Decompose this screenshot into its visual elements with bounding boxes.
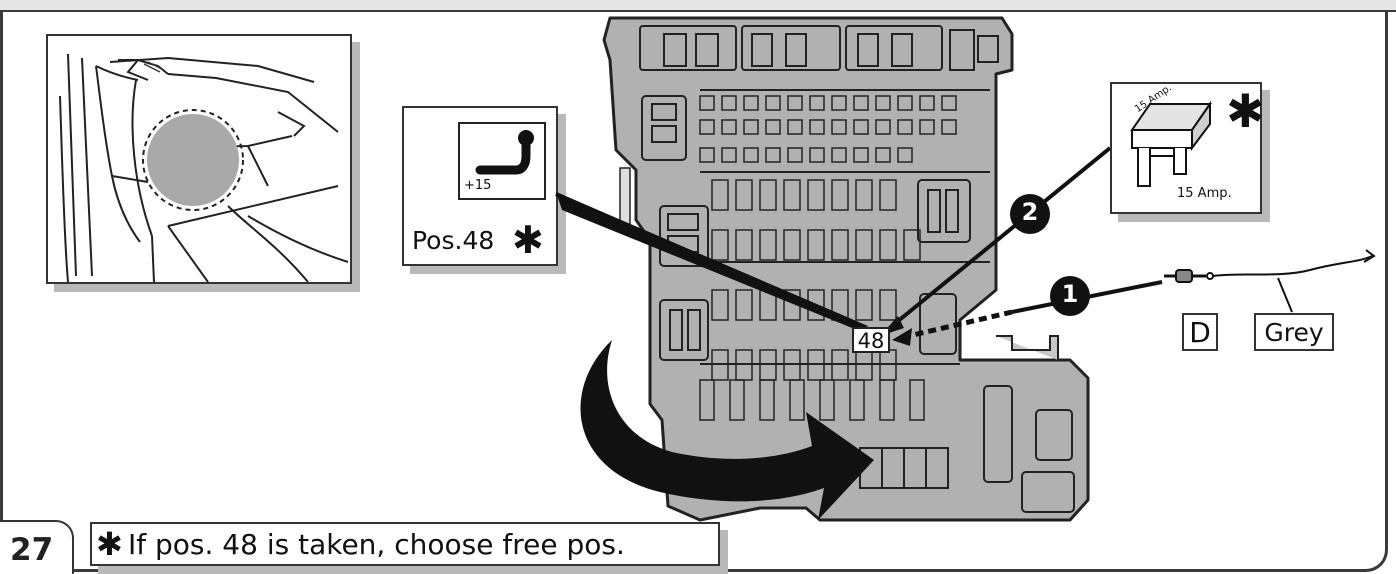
fuse-leader bbox=[890, 146, 1112, 328]
instruction-frame bbox=[0, 10, 1388, 572]
note-text: If pos. 48 is taken, choose free pos. bbox=[128, 528, 625, 561]
position-label: Pos.48 bbox=[412, 226, 495, 255]
callout-badge-1 bbox=[1050, 276, 1090, 316]
fuse-rating-label: 15 Amp. bbox=[1177, 186, 1232, 201]
callout-number-2: 2 bbox=[1021, 198, 1039, 226]
callout-number-1: 1 bbox=[1061, 280, 1079, 308]
step-number: 27 bbox=[10, 532, 54, 568]
glovebox-location-panel bbox=[46, 34, 352, 284]
note-box bbox=[90, 522, 720, 566]
position-asterisk: ✱ bbox=[512, 218, 544, 262]
fuse-asterisk: ✱ bbox=[1226, 84, 1265, 138]
fuse-box-body bbox=[602, 16, 1090, 522]
blade-fuse-icon bbox=[1130, 100, 1212, 187]
glovebox-location-illustration bbox=[59, 53, 349, 283]
ignition-plus15-icon bbox=[458, 122, 546, 200]
top-bar bbox=[0, 0, 1396, 12]
slot-48-label: 48 bbox=[852, 327, 890, 353]
wire-color-label: Grey bbox=[1254, 313, 1334, 351]
callout-badge-2 bbox=[1010, 194, 1050, 234]
note-asterisk: ✱ bbox=[96, 525, 123, 563]
rotate-arrow-icon bbox=[580, 340, 874, 520]
wire-connector-icon bbox=[1164, 249, 1376, 313]
step-tab bbox=[0, 520, 74, 574]
connector-label: D bbox=[1182, 313, 1218, 351]
ignition-label: +15 bbox=[464, 178, 492, 193]
